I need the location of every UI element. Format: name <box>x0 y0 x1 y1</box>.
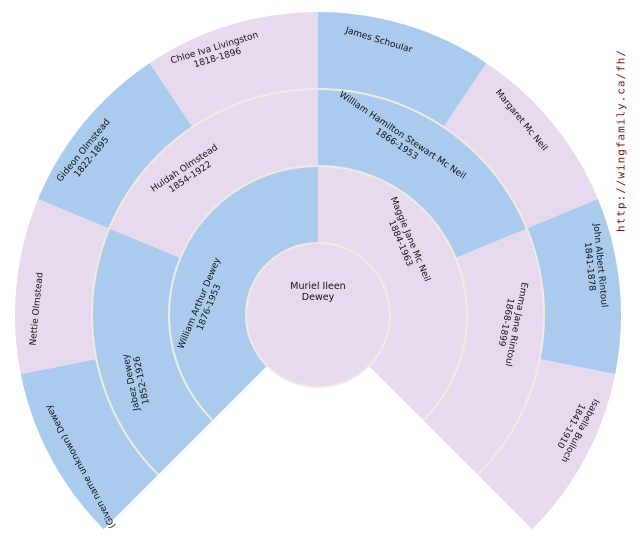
ring-border-arc <box>168 165 468 422</box>
sector-nettie-olmstead <box>15 199 110 375</box>
sector-gideon-olmstead <box>38 63 193 229</box>
sector-chloe-iva-livingston <box>149 12 318 128</box>
sector-isabella-bulloch <box>477 359 616 530</box>
sector-maggie-jane-mc-neil <box>318 166 468 421</box>
sector-william-hamilton-stewart-mc-neil <box>318 89 527 258</box>
ring-border-arc <box>91 88 545 476</box>
sector-emma-jane-rintoul <box>423 228 544 475</box>
sector-huldah-olmstead <box>109 89 319 258</box>
sector-john-albert-rintoul <box>526 199 621 375</box>
sector-margaret-mc-neil <box>443 63 598 229</box>
sector-given-name-unknown-dewey <box>20 359 159 530</box>
watermark-url: http://wingfamily.ca/fh/ <box>614 49 628 232</box>
sector-william-arthur-dewey <box>169 166 318 421</box>
center-person-circle <box>245 242 391 388</box>
sector-jabez-dewey <box>92 228 213 475</box>
sector-james-schoular <box>318 12 487 128</box>
